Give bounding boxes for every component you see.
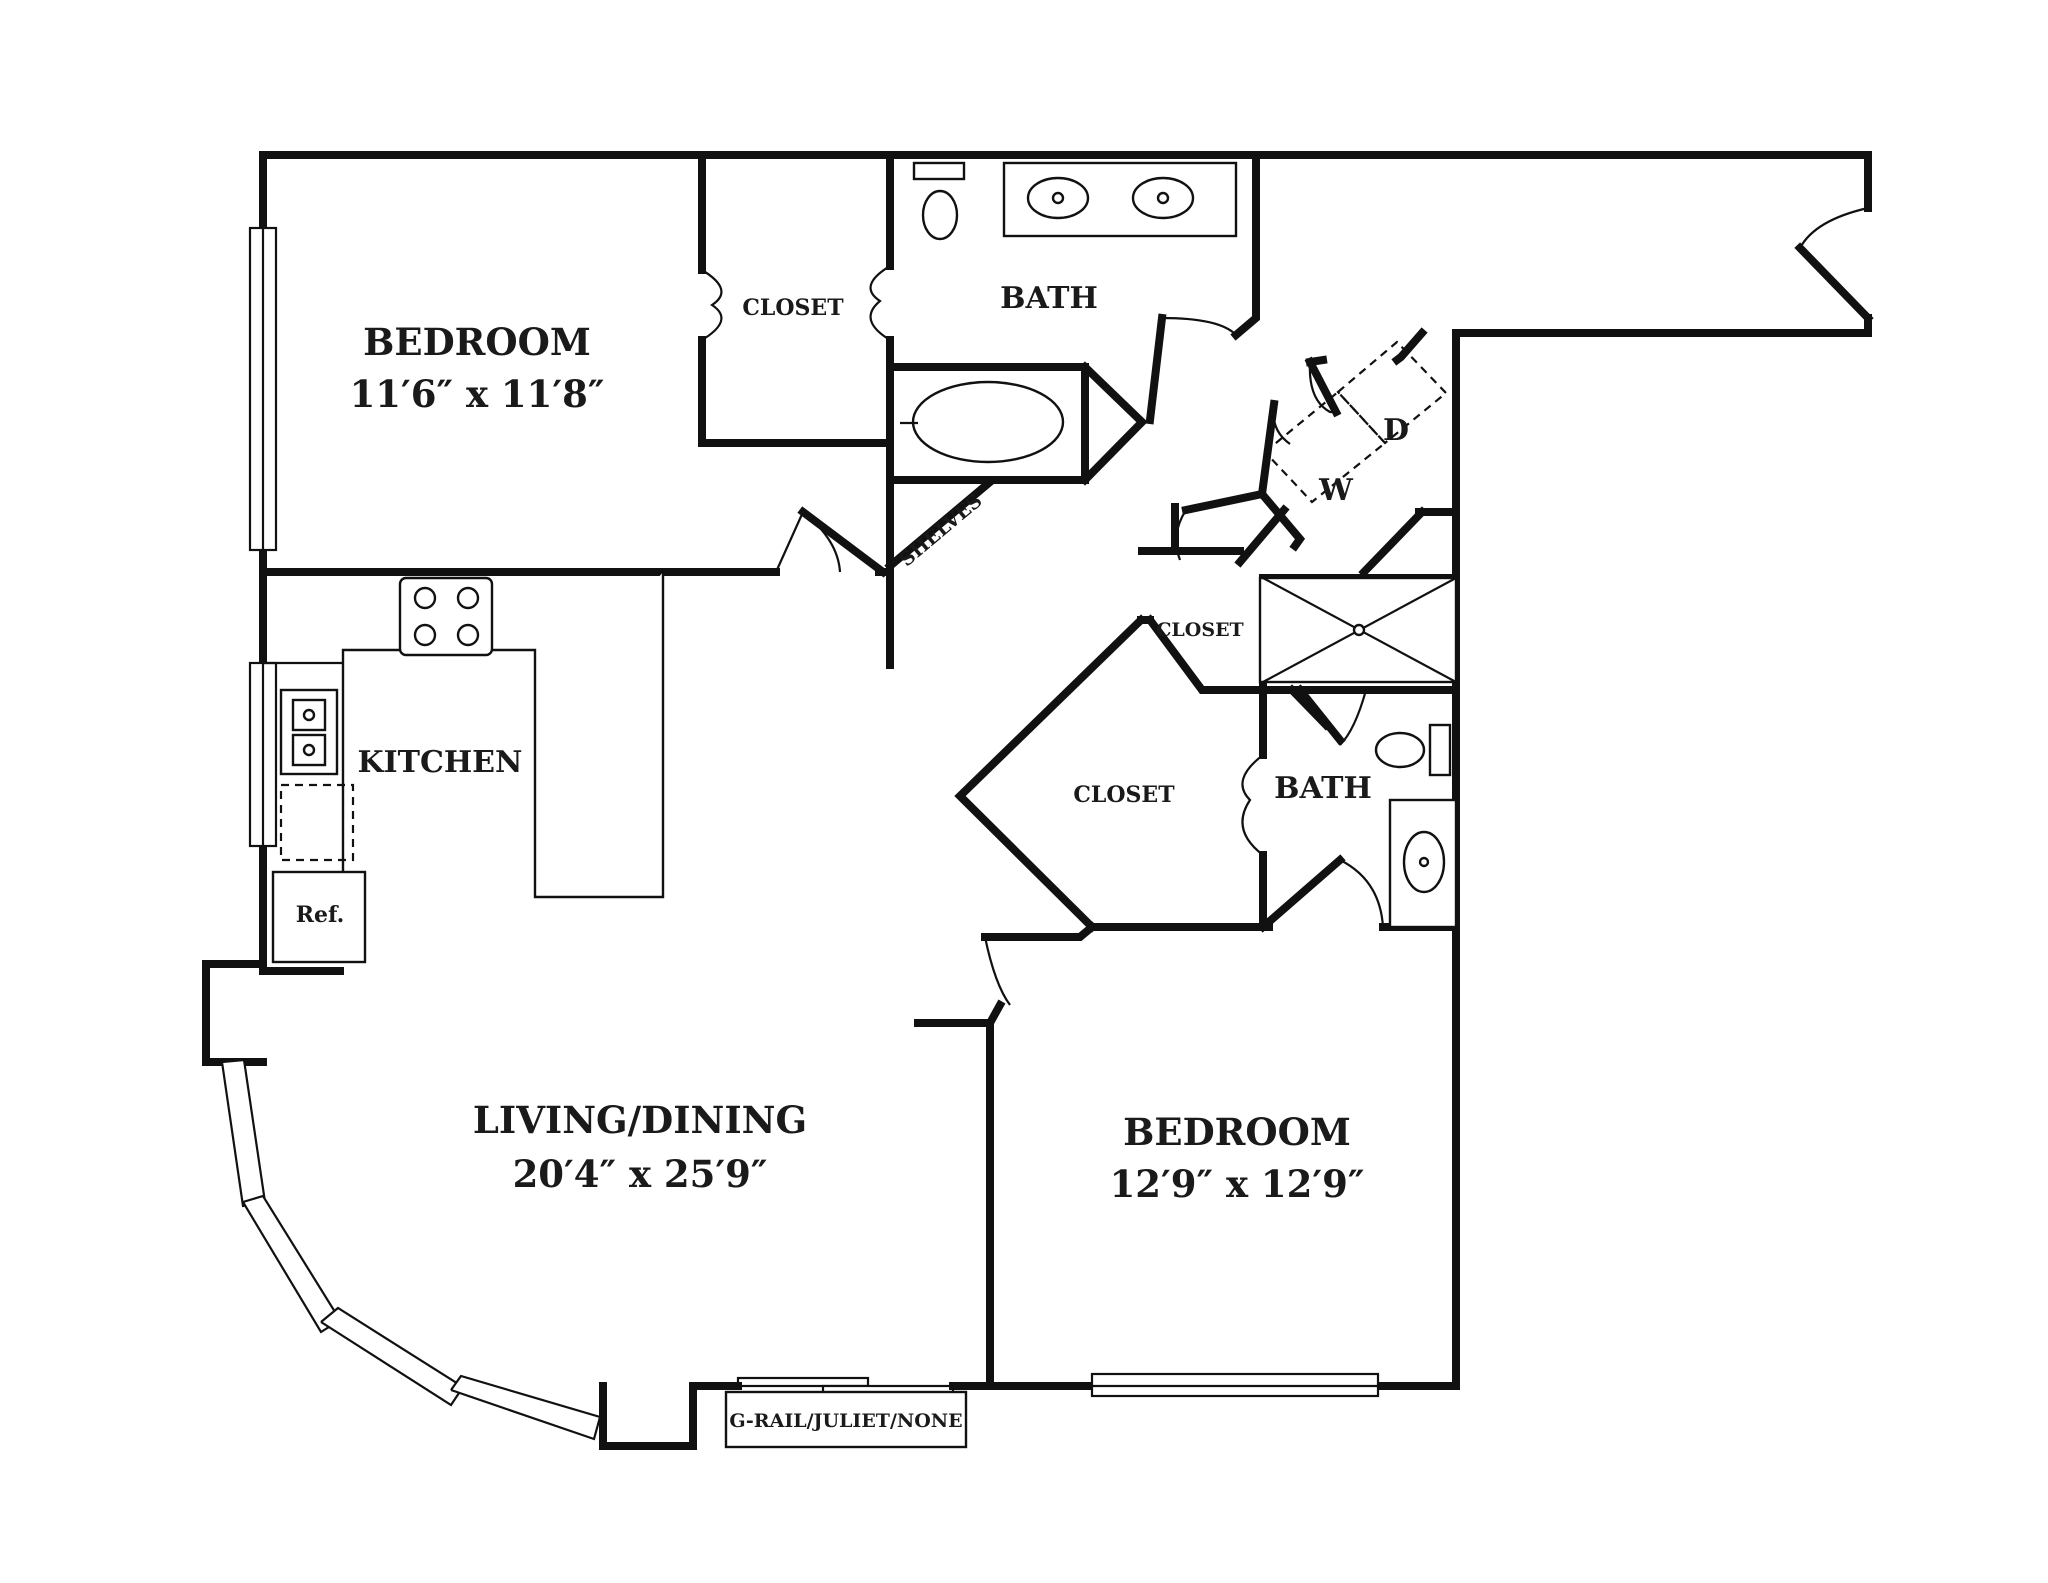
windows <box>220 226 1380 1441</box>
refrigerator <box>271 870 367 964</box>
cooktop <box>398 576 494 657</box>
washer-dryer <box>1263 340 1448 504</box>
fixtures <box>263 161 1458 1449</box>
kitchen-label: KITCHEN <box>358 745 523 780</box>
closet-1-right-bifold <box>869 265 891 341</box>
bedroom-1-name: BEDROOM <box>363 320 591 364</box>
bath-2-label: BATH <box>1274 771 1372 806</box>
door-bath-2 <box>1339 689 1368 746</box>
kitchen-sink <box>279 688 339 776</box>
kitchen-counter <box>263 572 665 963</box>
door-bedroom-1 <box>774 510 842 573</box>
dishwasher <box>279 783 355 862</box>
bathtub <box>900 380 1065 464</box>
bedroom-1-size: 11′6″ x 11′8″ <box>350 372 605 416</box>
living-dining-size: 20′4″ x 25′9″ <box>513 1152 768 1196</box>
closet-1-label: CLOSET <box>742 295 844 321</box>
refrigerator-label: Ref. <box>296 902 345 928</box>
door-bedroom-2 <box>983 936 1011 1006</box>
shelves-label: SHELVES <box>896 490 987 571</box>
door-linen-closet <box>1175 509 1187 561</box>
closet-3-bifold <box>1241 754 1264 856</box>
living-dining-name: LIVING/DINING <box>473 1098 807 1142</box>
toilet-bath-2 <box>1374 723 1452 777</box>
bay-window <box>220 1058 602 1441</box>
vanity-bath-1 <box>1002 161 1238 238</box>
balcony-door <box>689 1376 996 1396</box>
door-bath-1 <box>1161 316 1237 336</box>
shower <box>1258 576 1458 684</box>
dryer-label: D <box>1383 413 1409 448</box>
balcony-note: G-RAIL/JULIET/NONE <box>729 1410 962 1432</box>
door-laundry-2 <box>1272 403 1291 445</box>
bedroom-2-name: BEDROOM <box>1123 1110 1351 1154</box>
room-labels: BEDROOM 11′6″ x 11′8″ CLOSET BATH KITCHE… <box>296 281 1409 1432</box>
bedroom-2-size: 12′9″ x 12′9″ <box>1110 1162 1365 1206</box>
washer-label: W <box>1318 473 1354 508</box>
sink-bath-2 <box>1388 798 1458 929</box>
bath-1-label: BATH <box>1000 281 1098 316</box>
closet-3-label: CLOSET <box>1073 782 1175 808</box>
closet-1-left-bifold <box>701 269 723 341</box>
door-bath-2-b <box>1339 859 1385 928</box>
closet-2-label: CLOSET <box>1156 619 1243 641</box>
doors <box>701 206 1874 1006</box>
balcony-note-box <box>724 1390 968 1449</box>
entry-door <box>1799 206 1869 249</box>
toilet-bath-1 <box>912 161 966 241</box>
shelves-divider <box>884 476 996 572</box>
